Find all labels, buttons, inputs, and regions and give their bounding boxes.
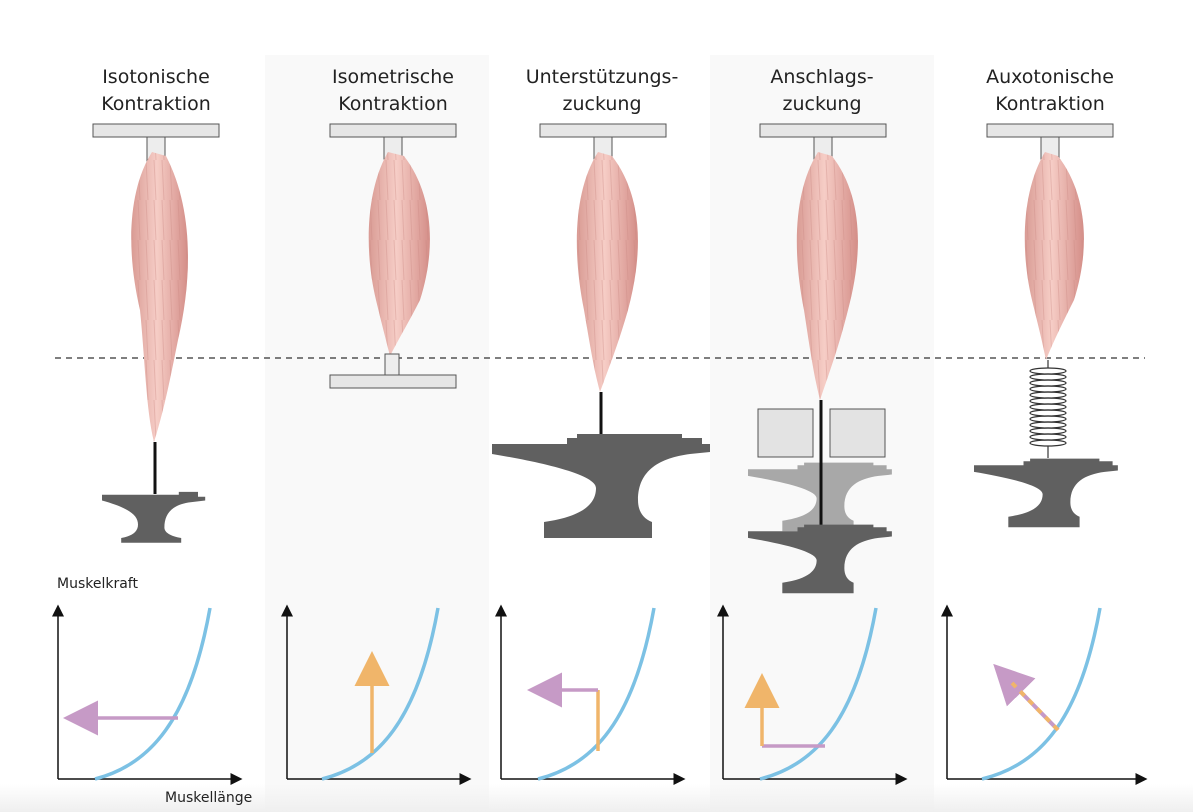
- title-line: Kontraktion: [338, 93, 448, 115]
- column-title-support: Unterstützungs- zuckung: [502, 64, 702, 118]
- chart-support: [495, 604, 686, 785]
- column-title-impact: Anschlags- zuckung: [722, 64, 922, 118]
- column-title-isotonic: Isotonische Kontraktion: [56, 64, 256, 118]
- anvil: [492, 434, 710, 538]
- muscle: [368, 152, 430, 356]
- title-line: Unterstützungs-: [525, 66, 679, 88]
- top-plate: [329, 123, 457, 138]
- stop-block-left: [757, 408, 814, 458]
- anvil: [974, 458, 1118, 528]
- isometric-setup: [329, 123, 457, 389]
- muscle: [576, 152, 638, 392]
- x-axis-label: Muskellänge: [165, 790, 253, 806]
- chart-isometric: [281, 604, 472, 785]
- title-line: Isometrische: [332, 66, 454, 88]
- top-plate: [539, 123, 667, 138]
- anvil: [102, 491, 206, 543]
- title-line: zuckung: [562, 93, 642, 115]
- length-force-curve: [94, 607, 212, 781]
- isotonic-setup: [92, 123, 220, 543]
- support-setup: [492, 123, 710, 538]
- length-force-curve: [321, 607, 440, 781]
- top-plate: [759, 123, 887, 138]
- top-plate: [986, 123, 1114, 138]
- length-force-curve: [537, 607, 656, 781]
- column-title-auxotonic: Auxotonische Kontraktion: [950, 64, 1150, 118]
- auxotonic-arrow: [993, 663, 1060, 732]
- tendon-bottom: [384, 353, 400, 377]
- length-force-curve: [981, 607, 1102, 781]
- muscle: [796, 152, 858, 400]
- title-line: Kontraktion: [101, 93, 211, 115]
- spring: [1029, 360, 1067, 458]
- anvil: [748, 524, 892, 594]
- column-title-isometric: Isometrische Kontraktion: [293, 64, 493, 118]
- auxotonic-setup: [974, 123, 1118, 528]
- length-force-curve: [759, 607, 878, 781]
- chart-impact: [717, 604, 908, 785]
- bottom-fade: [0, 784, 1193, 812]
- chart-isotonic: [52, 604, 243, 785]
- title-line: Kontraktion: [995, 93, 1105, 115]
- muscle: [1024, 152, 1084, 360]
- y-axis-label: Muskelkraft: [57, 576, 138, 592]
- muscle: [131, 152, 188, 442]
- stop-block-right: [829, 408, 886, 458]
- title-line: Isotonische: [102, 66, 210, 88]
- top-plate: [92, 123, 220, 138]
- bottom-plate: [329, 374, 457, 389]
- title-line: Anschlags-: [770, 66, 874, 88]
- title-line: Auxotonische: [986, 66, 1114, 88]
- chart-auxotonic: [941, 604, 1148, 785]
- title-line: zuckung: [782, 93, 862, 115]
- impact-setup: [748, 123, 892, 594]
